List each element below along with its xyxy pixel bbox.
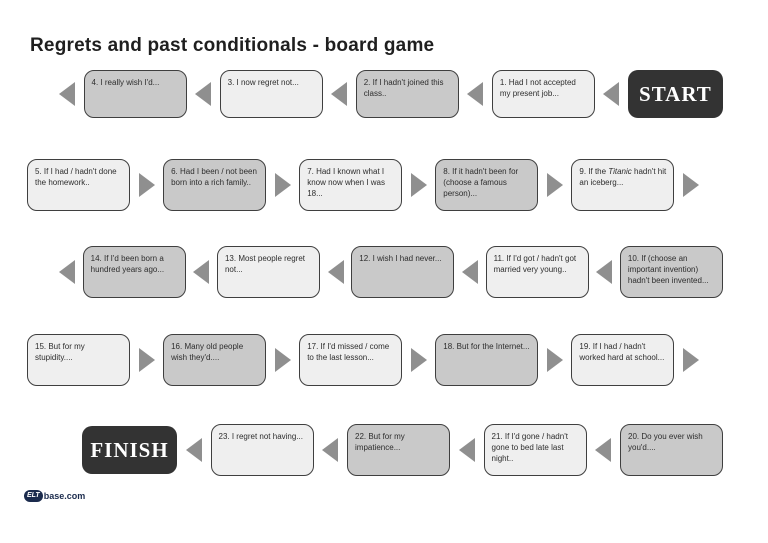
finish-box: FINISH bbox=[82, 426, 177, 474]
arrow-left-wrap bbox=[602, 82, 620, 106]
prompt-box-10: 10. If (choose an important invention) h… bbox=[619, 246, 723, 298]
prompt-box-1: 1. Had I not accepted my present job... bbox=[491, 70, 595, 118]
arrow-left-icon bbox=[59, 260, 75, 284]
prompt-box-14: 14. If I'd been born a hundred years ago… bbox=[82, 246, 186, 298]
arrow-right-wrap bbox=[410, 173, 428, 197]
arrow-right-icon bbox=[410, 348, 427, 372]
arrow-left-icon bbox=[322, 438, 339, 462]
prompt-box-17: 17. If I'd missed / come to the last les… bbox=[299, 334, 403, 386]
arrow-left-icon bbox=[458, 438, 475, 462]
arrow-left-icon bbox=[461, 260, 478, 284]
prompt-box-20: 20. Do you ever wish you'd.... bbox=[620, 424, 723, 476]
board-row-3: 14. If I'd been born a hundred years ago… bbox=[0, 246, 768, 298]
arrow-right-icon bbox=[138, 348, 155, 372]
arrow-right-icon bbox=[682, 348, 699, 372]
prompt-box-15: 15. But for my stupidity.... bbox=[27, 334, 130, 386]
prompt-box-4: 4. I really wish I'd... bbox=[83, 70, 187, 118]
arrow-left-icon bbox=[195, 82, 212, 106]
page-title: Regrets and past conditionals - board ga… bbox=[30, 34, 435, 56]
arrow-left-icon bbox=[327, 260, 344, 284]
prompt-box-19: 19. If I had / hadn't worked hard at sch… bbox=[571, 334, 675, 386]
arrow-left-wrap bbox=[58, 82, 76, 106]
arrow-right-wrap bbox=[138, 173, 156, 197]
arrow-right-wrap bbox=[682, 348, 700, 372]
arrow-right-wrap bbox=[138, 348, 156, 372]
arrow-left-wrap bbox=[58, 260, 76, 284]
prompt-box-12: 12. I wish I had never... bbox=[351, 246, 455, 298]
prompt-box-18: 18. But for the Internet... bbox=[435, 334, 539, 386]
prompt-box-22: 22. But for my impatience... bbox=[347, 424, 450, 476]
board-row-4: 15. But for my stupidity.... 16. Many old… bbox=[0, 334, 768, 386]
arrow-left-wrap bbox=[330, 82, 348, 106]
arrow-right-icon bbox=[546, 173, 563, 197]
prompt-box-2: 2. If I hadn't joined this class.. bbox=[355, 70, 459, 118]
arrow-right-wrap bbox=[546, 173, 564, 197]
prompt-box-16: 16. Many old people wish they'd.... bbox=[163, 334, 267, 386]
arrow-left-wrap bbox=[327, 260, 345, 284]
arrow-left-icon bbox=[331, 82, 348, 106]
arrow-left-wrap bbox=[595, 260, 613, 284]
board-row-5: FINISH 23. I regret not having... 22. But … bbox=[0, 424, 768, 476]
prompt-box-3: 3. I now regret not... bbox=[219, 70, 323, 118]
arrow-right-icon bbox=[682, 173, 699, 197]
arrow-left-wrap bbox=[185, 438, 203, 462]
prompt-box-6: 6. Had I been / not been born into a ric… bbox=[163, 159, 267, 211]
prompt-box-8: 8. If it hadn't been for (choose a famou… bbox=[435, 159, 539, 211]
prompt-box-23: 23. I regret not having... bbox=[210, 424, 314, 476]
prompt-box-11: 11. If I'd got / hadn't got married very… bbox=[485, 246, 589, 298]
arrow-left-icon bbox=[596, 260, 613, 284]
board-row-1: 4. I really wish I'd... 3. I now regret n… bbox=[0, 70, 768, 118]
arrow-right-wrap bbox=[546, 348, 564, 372]
prompt-box-21: 21. If I'd gone / hadn't gone to bed lat… bbox=[483, 424, 587, 476]
arrow-right-icon bbox=[138, 173, 155, 197]
arrow-left-wrap bbox=[458, 438, 476, 462]
arrow-left-wrap bbox=[594, 438, 612, 462]
arrow-left-wrap bbox=[194, 82, 212, 106]
arrow-left-icon bbox=[603, 82, 620, 106]
arrow-left-wrap bbox=[321, 438, 339, 462]
arrow-left-icon bbox=[59, 82, 75, 106]
arrow-right-icon bbox=[274, 173, 291, 197]
arrow-right-wrap bbox=[274, 173, 292, 197]
eltbase-logo: ELT base.com bbox=[24, 490, 85, 502]
arrow-right-wrap bbox=[682, 173, 700, 197]
arrow-right-wrap bbox=[274, 348, 292, 372]
prompt-box-9: 9. If the Titanic hadn't hit an iceberg.… bbox=[571, 159, 675, 211]
start-box: START bbox=[627, 70, 723, 118]
arrow-left-icon bbox=[193, 260, 210, 284]
arrow-left-wrap bbox=[461, 260, 479, 284]
arrow-left-icon bbox=[467, 82, 484, 106]
arrow-left-icon bbox=[595, 438, 612, 462]
arrow-right-wrap bbox=[410, 348, 428, 372]
arrow-right-icon bbox=[546, 348, 563, 372]
prompt-box-5: 5. If I had / hadn't done the homework.. bbox=[27, 159, 130, 211]
prompt-box-7: 7. Had I known what I know now when I wa… bbox=[299, 159, 403, 211]
arrow-left-icon bbox=[185, 438, 202, 462]
arrow-left-wrap bbox=[466, 82, 484, 106]
prompt-box-13: 13. Most people regret not... bbox=[216, 246, 320, 298]
board-row-2: 5. If I had / hadn't done the homework..… bbox=[0, 159, 768, 211]
arrow-left-wrap bbox=[192, 260, 210, 284]
arrow-right-icon bbox=[410, 173, 427, 197]
arrow-right-icon bbox=[274, 348, 291, 372]
eltbase-logo-text: base.com bbox=[43, 490, 86, 501]
eltbase-logo-badge: ELT bbox=[24, 490, 43, 502]
